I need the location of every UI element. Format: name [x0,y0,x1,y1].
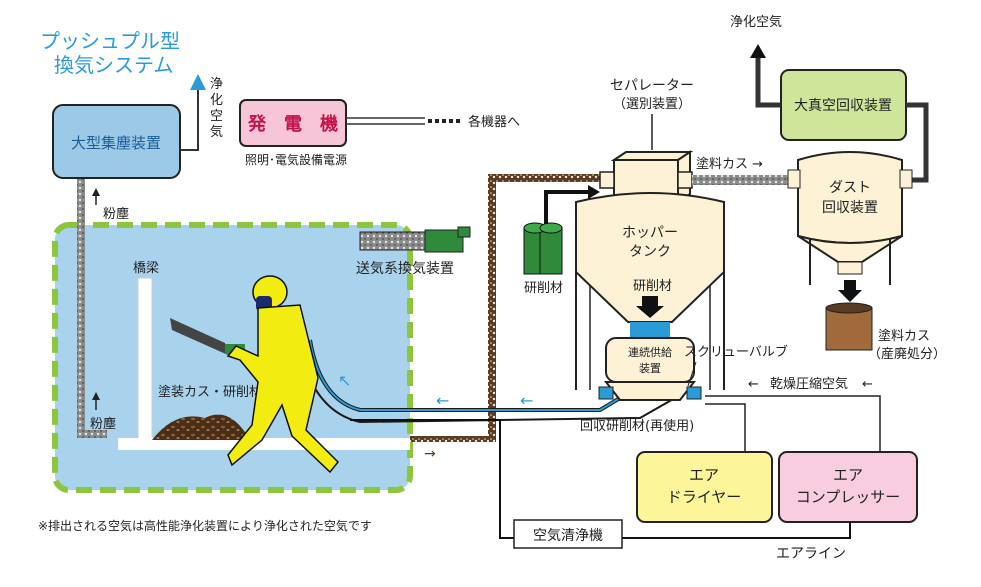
blower-unit [359,226,471,253]
svg-text:空: 空 [210,109,223,124]
screw-valve-label: スクリューバルブ [684,344,788,360]
paint-waste-label-1: 塗料カス [878,328,930,344]
air-dryer-label-1: エア [689,466,719,484]
purified-air-vertical-label: 浄 化 空 気 [210,77,223,140]
worker-figure [170,275,340,474]
flow-arrows: ↖ ← ← [338,371,533,410]
dust-collector-box [52,104,181,179]
svg-text:←: ← [520,391,533,410]
dust-recovery-label-1: ダスト [829,180,871,196]
debris-pile [152,414,250,440]
air-compressor-box [778,451,918,523]
air-cleaner-label: 空気清浄機 [533,528,603,544]
svg-text:←: ← [862,377,873,392]
hopper-tank [575,192,725,390]
generator-label: 発 電 機 [247,113,338,135]
vacuum-unit-label: 大真空回収装置 [794,98,892,114]
feeder-box [605,337,695,383]
dust-duct [77,178,85,438]
purified-air-arrow-left [190,74,206,90]
bridge-column [137,277,153,441]
recovered-abrasive-label: 回収研削材(再使用) [580,418,694,434]
paint-dust-arrow-label: 塗料カス [696,156,748,172]
air-compressor-label-2: コンプレッサー [796,488,901,506]
separator-label: セパレーター [610,78,694,94]
svg-text:←: ← [436,391,449,410]
dry-air-label: 乾燥圧縮空気 [770,376,848,392]
dust-recovery-unit [787,151,913,285]
air-line-label: エアライン [776,546,846,562]
hopper-label-2: タンク [629,244,671,260]
dust-label-bottom: 粉塵 [90,417,116,432]
purified-air-arrow-right [750,44,766,58]
abrasive-bags [523,222,563,275]
recovery-duct [488,178,496,441]
blower-label: 送気系換気装置 [356,261,454,277]
title-line1: プッシュプル型 [40,29,180,53]
bridge-deck [118,438,410,450]
title-line2: 換気システム [54,53,173,77]
generator-box [239,99,347,147]
dust-recovery-label-2: 回収装置 [822,200,878,216]
svg-text:→: → [752,157,763,172]
dust-label-top: 粉塵 [103,207,129,222]
bridge-label: 橋梁 [133,261,159,276]
paint-waste-label-2: （産廃処分） [868,346,946,362]
debris-label: 塗装カス・研削材 [158,384,262,400]
svg-text:気: 気 [210,124,223,140]
air-cleaner-box [513,519,623,549]
abrasive-inner-label: 研削材 [633,279,672,294]
purified-air-right-label: 浄化空気 [730,14,782,30]
svg-text:↖: ↖ [338,371,351,390]
svg-text:浄: 浄 [210,77,223,92]
svg-text:化: 化 [210,93,223,108]
generator-caption: 照明･電気設備電源 [245,152,347,167]
air-dryer-box [636,451,773,523]
feeder-label-1: 連続供給 [628,345,672,359]
footnote: ※排出される空気は高性能浄化装置により浄化された空気です [38,518,372,533]
screw-valve-right [686,386,702,400]
to-equipment-label: 各機器へ [468,114,520,130]
abrasive-bags-label: 研削材 [524,281,563,296]
air-dryer-label-2: ドライヤー [667,488,742,506]
air-compressor-label-1: エア [833,466,863,484]
hopper-label-1: ホッパー [622,225,678,241]
dust-collector-label: 大型集塵装置 [71,134,161,152]
svg-text:←: ← [748,377,759,392]
feeder-label-2: 装置 [639,362,661,375]
waste-bucket [825,302,873,351]
separator-sub-label: （選別装置） [613,97,691,112]
air-line [350,419,514,539]
screw-valve-left [598,386,614,400]
svg-text:→: → [424,446,436,462]
